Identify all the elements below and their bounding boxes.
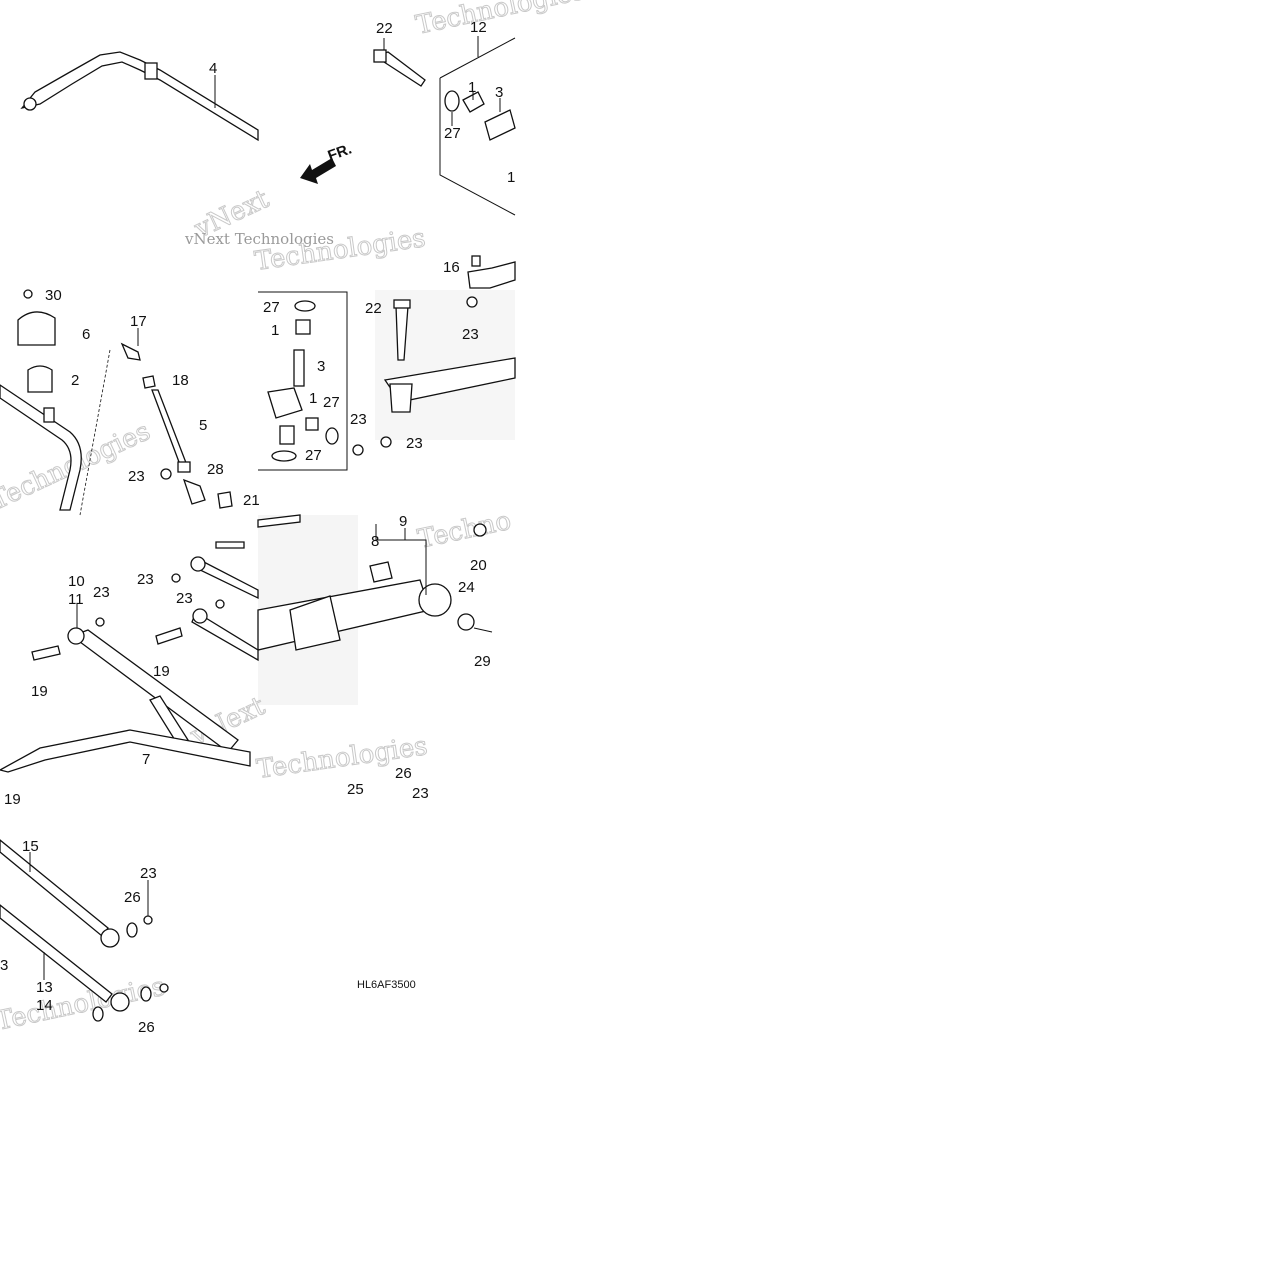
callout-25: 25: [347, 781, 364, 798]
watermark: vNext Technologies: [184, 230, 334, 248]
lower-arm-assembly: [171, 514, 493, 662]
callout-24: 24: [458, 579, 475, 596]
callout-23: 23: [462, 326, 479, 343]
callout-1: 1: [271, 322, 279, 339]
callout-4: 4: [209, 60, 217, 77]
callout-22: 22: [365, 300, 382, 317]
callout-14: 14: [36, 997, 53, 1014]
callout-19: 19: [4, 791, 21, 808]
callout-3: 3: [495, 84, 503, 101]
callout-23: 23: [137, 571, 154, 588]
callout-23: 23: [412, 785, 429, 802]
callout-13: 13: [36, 979, 53, 996]
callout-19: 19: [153, 663, 170, 680]
callout-23: 23: [406, 435, 423, 452]
callout-17: 17: [130, 313, 147, 330]
callout-21: 21: [243, 492, 260, 509]
callout-26: 26: [124, 889, 141, 906]
diagram-code: HL6AF3500: [357, 979, 416, 991]
lower-a-arm: [0, 604, 251, 773]
callout-2: 2: [71, 372, 79, 389]
callout-23: 23: [93, 584, 110, 601]
callout-22: 22: [376, 20, 393, 37]
callout-1: 1: [309, 390, 317, 407]
callout-16: 16: [443, 259, 460, 276]
callout-7: 7: [142, 751, 150, 768]
upper-arm-frame: [352, 255, 516, 456]
callout-23: 23: [350, 411, 367, 428]
watermark: Technologies: [413, 0, 588, 41]
callout-26: 26: [138, 1019, 155, 1036]
callout-30: 30: [45, 287, 62, 304]
front-direction-arrow: [300, 158, 336, 184]
upper-bolt-group: [373, 36, 516, 216]
watermark: Techno: [415, 506, 514, 555]
callout-11: 11: [68, 591, 84, 608]
callout-12: 12: [470, 19, 487, 36]
callout-23: 23: [176, 590, 193, 607]
callout-6: 6: [82, 326, 90, 343]
lateral-rods: [0, 839, 169, 1022]
front-label: FR.: [326, 141, 355, 165]
callout-27: 27: [305, 447, 322, 464]
stabilizer-link-group: [0, 289, 233, 516]
callout-3: 3: [317, 358, 325, 375]
callout-19: 19: [31, 683, 48, 700]
callout-9: 9: [399, 513, 407, 530]
callout-15: 15: [22, 838, 39, 855]
callout-18: 18: [172, 372, 189, 389]
callout-3: 3: [0, 957, 8, 974]
callout-1: 1: [507, 169, 515, 186]
callout-5: 5: [199, 417, 207, 434]
callout-23: 23: [140, 865, 157, 882]
callout-27: 27: [323, 394, 340, 411]
callout-10: 10: [68, 573, 85, 590]
callout-8: 8: [371, 533, 379, 550]
callout-26: 26: [395, 765, 412, 782]
stabilizer-bar: [20, 51, 259, 142]
callout-27: 27: [444, 125, 461, 142]
callout-23: 23: [128, 468, 145, 485]
callout-20: 20: [470, 557, 487, 574]
callout-28: 28: [207, 461, 224, 478]
callout-labels: 22 12 1 3 27 4 1 30 6 2 17 18 5 23 28 21…: [0, 19, 515, 1036]
knuckle-bushing-set: [258, 291, 348, 471]
callout-27: 27: [263, 299, 280, 316]
callout-29: 29: [474, 653, 491, 670]
callout-1: 1: [468, 79, 476, 96]
